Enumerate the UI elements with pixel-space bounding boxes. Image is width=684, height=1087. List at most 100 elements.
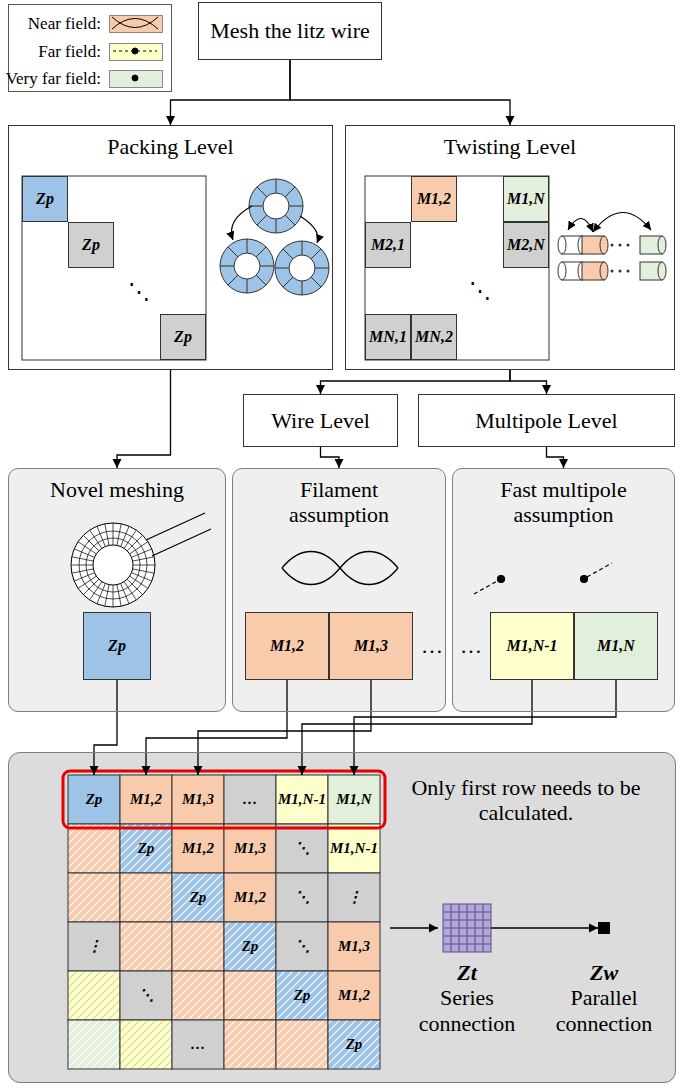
novel-mesh-illustration (72, 557, 94, 561)
node-label: MN,1 (369, 328, 407, 346)
text-group: Zp (161, 315, 205, 359)
twisted-strand-illustration (658, 262, 666, 280)
strand-ring (234, 253, 260, 279)
matrix-cell: M1,2 (328, 971, 380, 1020)
node-label: M1,N (336, 791, 371, 808)
text-group: … (172, 1020, 224, 1069)
strand-ring (263, 193, 289, 219)
matrix-cell-fill (120, 1020, 172, 1069)
text-group: Zp (224, 922, 276, 971)
level-panel: Twisting LevelM1,2M1,NM2,1M2,NMN,1MN,2 (345, 125, 675, 370)
novel-mesh-illustration (113, 523, 114, 545)
level-panel: Novel meshingZp (8, 468, 226, 712)
strand-ring (249, 179, 303, 233)
novel-mesh-illustration (83, 535, 99, 551)
node-label: Zp (108, 637, 126, 655)
twisted-strand-illustration (611, 270, 614, 273)
strand-ring (220, 266, 234, 267)
matrix-cell: ⋱ (120, 971, 172, 1020)
node-fill (411, 176, 457, 222)
level-panel: Filament assumptionM1,2M1,3 (232, 468, 446, 712)
novel-mesh-illustration (131, 549, 151, 557)
node-label: Filament assumption (250, 477, 428, 528)
node-label: M1,N (507, 190, 545, 208)
series-matrix-icon (443, 928, 491, 929)
connector-arrow (354, 680, 616, 775)
text-group: M1,2 (120, 775, 172, 824)
text-group: M1,3 (328, 922, 380, 971)
text-group: M1,N (504, 177, 548, 221)
node-label: ⋱ (295, 840, 310, 857)
node-label: Zt (397, 960, 537, 985)
node-label: Multipole Level (475, 408, 617, 433)
series-matrix-icon (443, 936, 491, 937)
node-label: Zp (242, 938, 259, 955)
packing-arrows (300, 216, 318, 243)
text-group: MN,1 (366, 315, 410, 359)
connector-arrow (198, 680, 371, 775)
node-fill (160, 314, 206, 360)
text-group: Novel meshing (9, 477, 225, 502)
packing-arrows (232, 206, 252, 240)
process-box: Wire Level (243, 394, 398, 447)
novel-mesh-illustration (78, 542, 96, 554)
node-label: Zp (86, 791, 103, 808)
matrix-cell: Zp (172, 873, 224, 922)
strand-ring (256, 275, 266, 285)
node-label: … (243, 791, 258, 808)
matrix-cell-fill (68, 971, 120, 1020)
text-group: M1,3 (224, 824, 276, 873)
strand-ring (247, 239, 248, 253)
novel-mesh-illustration (113, 585, 114, 607)
strand-ring (311, 249, 321, 259)
strand-ring (311, 277, 321, 287)
ellipsis-mark: … (460, 635, 482, 657)
novel-mesh-illustration (121, 583, 129, 603)
matrix-block: M1,3 (329, 612, 413, 680)
novel-mesh-illustration (130, 576, 148, 588)
strand-ring (285, 187, 295, 197)
node-label: MN,2 (415, 328, 453, 346)
novel-mesh-illustration (133, 565, 155, 566)
novel-mesh-illustration (74, 549, 94, 557)
matrix-cell-fill (68, 873, 120, 922)
matrix-block: M1,2 (245, 612, 329, 680)
strand-ring (276, 179, 277, 193)
result-region: Only first row needs to be calculated. Zp… (8, 752, 676, 1083)
matrix-cell-fill (328, 873, 380, 922)
node-label: M2,1 (371, 236, 405, 254)
matrix-cell: M1,3 (224, 824, 276, 873)
twisted-strand-illustration (600, 262, 608, 280)
matrix-cell-fill (328, 971, 380, 1020)
text-group: Filament assumption (233, 477, 445, 528)
node-label: M1,3 (182, 791, 214, 808)
matrix-block: Zp (160, 314, 206, 360)
novel-mesh-illustration (117, 524, 121, 546)
series-matrix-icon (483, 904, 484, 952)
strand-ring (247, 279, 248, 293)
node-label: M1,2 (234, 889, 266, 906)
strand-ring (289, 206, 303, 207)
connector-arrow (117, 370, 171, 468)
text-group: Mesh the litz wire (199, 3, 381, 59)
node-label: Only first row needs to be calculated. (391, 775, 661, 826)
matrix-cell-fill (120, 775, 172, 824)
text-group: M2,1 (366, 223, 410, 267)
legend-label: Far field: (38, 42, 101, 62)
strand-ring (228, 247, 238, 257)
novel-mesh-illustration (90, 530, 102, 548)
matrix-cell-fill (276, 922, 328, 971)
twisted-strand-illustration (619, 244, 622, 247)
node-label: Zp (346, 1036, 363, 1053)
twisted-strand-illustration (558, 262, 566, 280)
filament-illustration (282, 552, 398, 585)
twisted-strand-illustration (627, 270, 630, 273)
text-group: Twisting Level (346, 134, 674, 159)
text-group: M1,N-1 (276, 775, 328, 824)
matrix-cell: M1,3 (172, 775, 224, 824)
novel-mesh-illustration (90, 582, 102, 600)
text-group: M1,N-1 (328, 824, 380, 873)
